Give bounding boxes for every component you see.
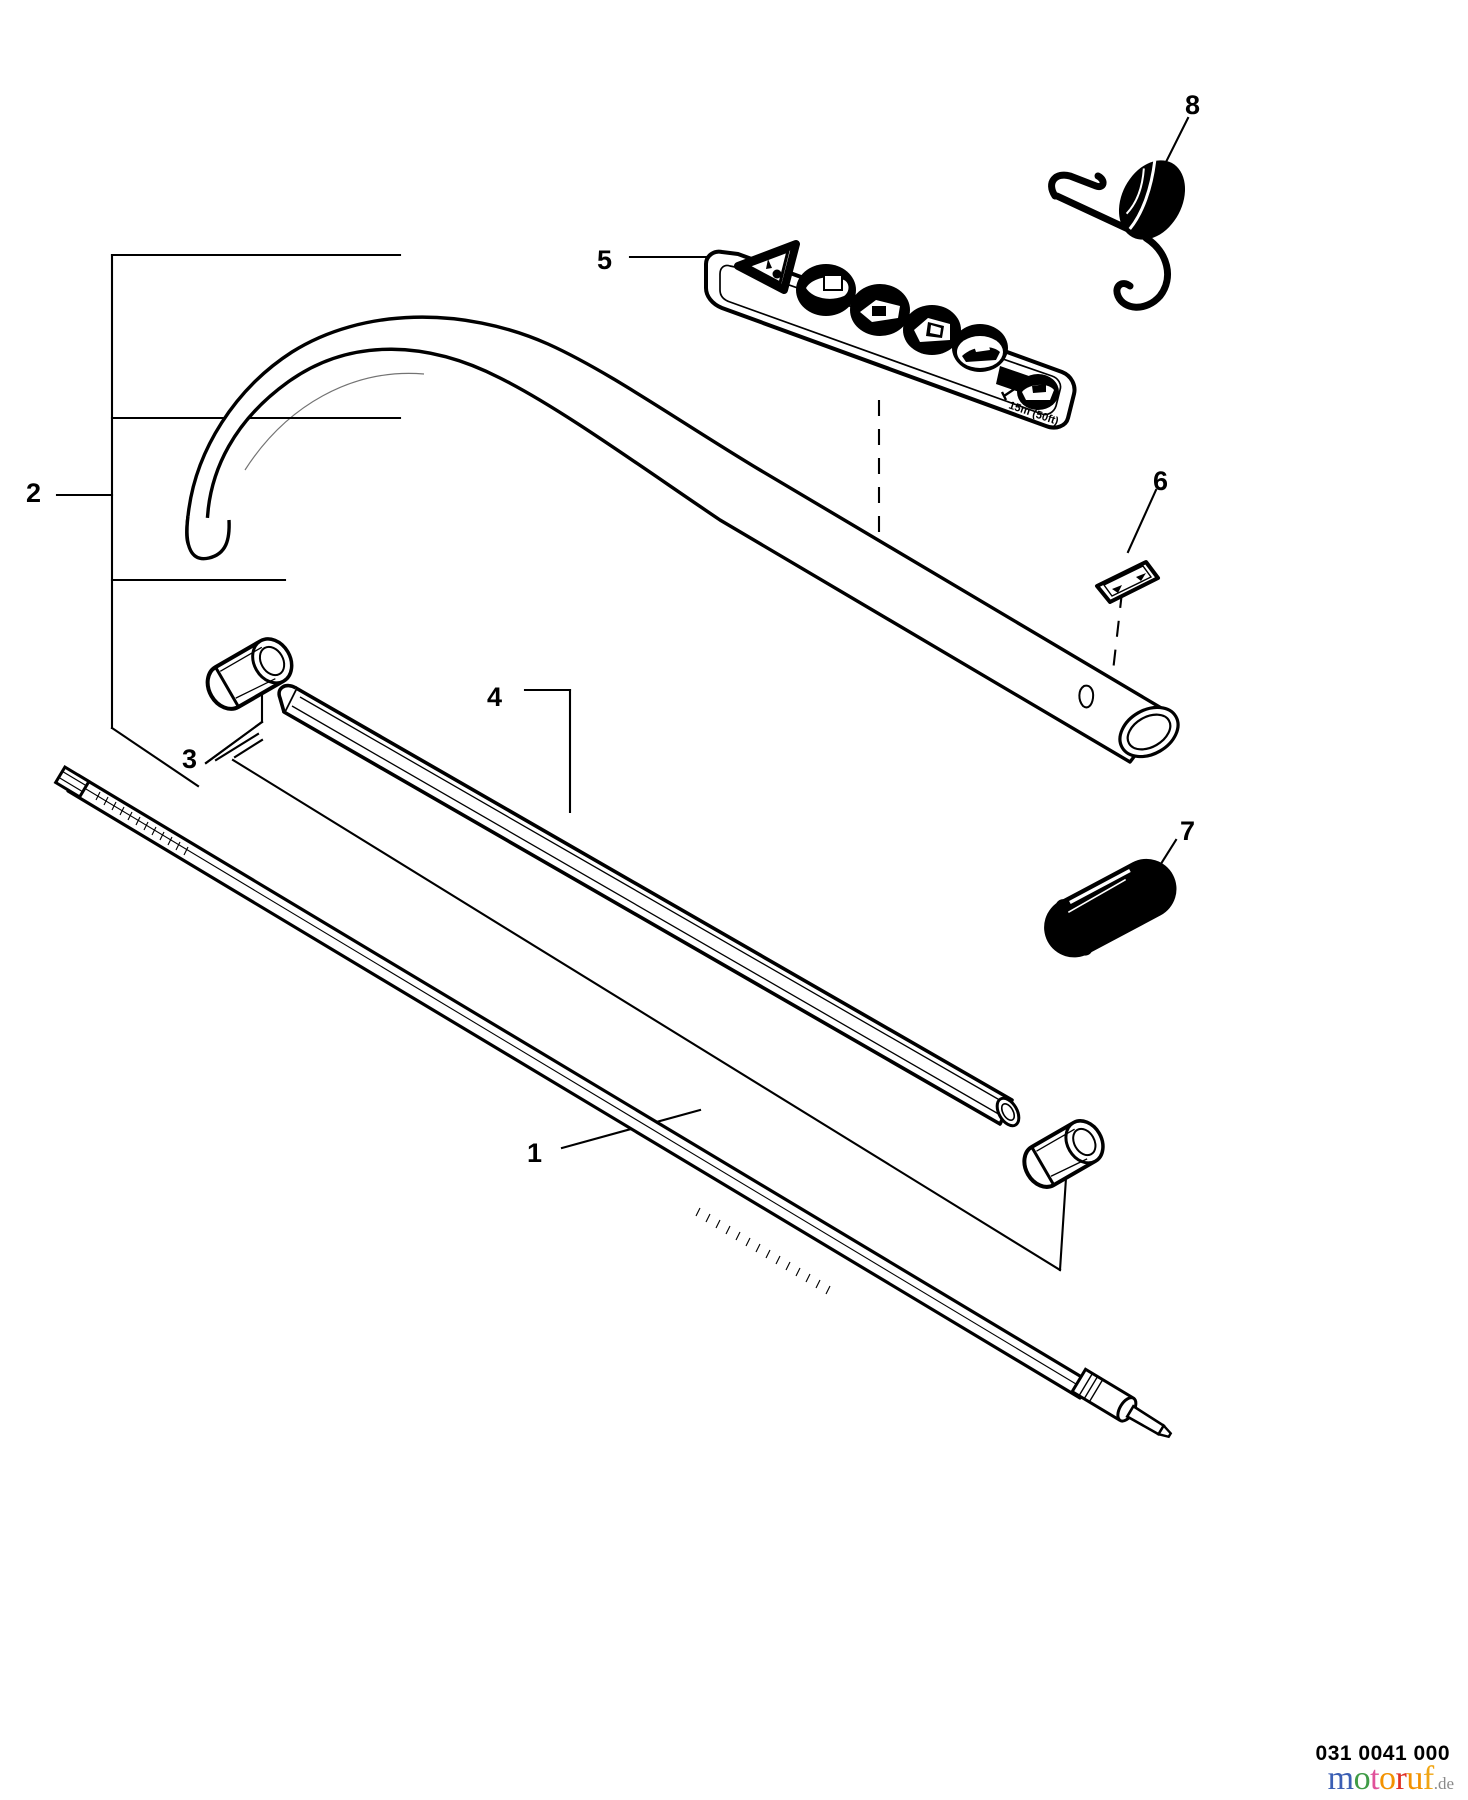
brand-letter-f: f [1422,1760,1434,1797]
part-flexible-driveshaft-cable [53,764,1173,1439]
part-shaft-bushing-upper [205,637,294,711]
brand-letter-t: t [1370,1760,1380,1797]
callout-number-5[interactable]: 5 [597,245,613,275]
callout-number-3[interactable]: 3 [182,744,198,774]
brand-suffix: .de [1433,1774,1454,1793]
diagram-part-number: 031 0041 000 [1315,1742,1450,1765]
part-curved-outer-tube [185,315,1180,764]
brand-letter-r: r [1395,1760,1407,1797]
callout-number-2[interactable]: 2 [26,478,42,508]
part-inner-liner-tube [277,683,1021,1128]
callout-number-1[interactable]: 1 [527,1138,543,1168]
part-rubber-end-cap [1044,858,1177,958]
part-shaft-bushing-lower [1022,1119,1105,1189]
decal-placement-guides [877,400,1124,681]
callout-number-7[interactable]: 7 [1180,816,1196,846]
part-safety-warning-decal: 15m (50ft) [704,240,1077,430]
brand-logo: motoruf.de [1328,1762,1454,1796]
part-small-arrow-decal [1095,560,1160,604]
brand-letter-o1: o [1353,1760,1371,1797]
brand-letter-o2: o [1379,1760,1396,1797]
callout-number-8[interactable]: 8 [1185,90,1201,120]
callout-number-4[interactable]: 4 [487,682,503,712]
part-spring-hook-clip [1048,160,1186,311]
brand-letter-u: u [1406,1760,1423,1797]
callout-number-6[interactable]: 6 [1153,466,1169,496]
brand-letter-m: m [1327,1760,1354,1797]
